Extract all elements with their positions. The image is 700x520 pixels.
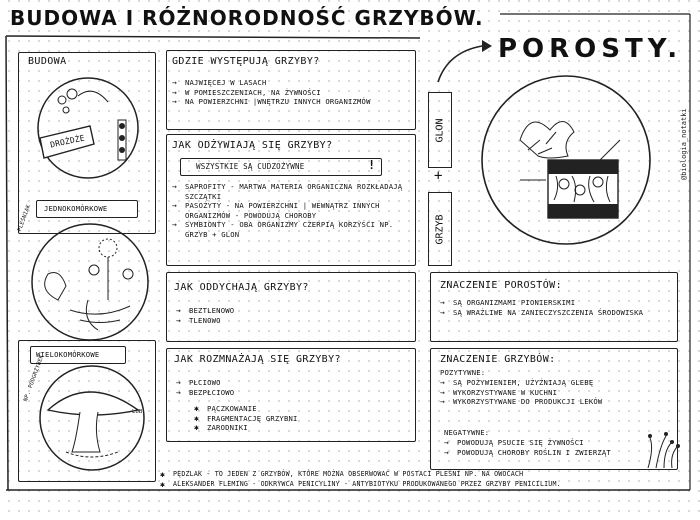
- list-item: →POWODUJĄ PSUCIE SIĘ ŻYWNOŚCI: [444, 438, 584, 447]
- arrow-right-icon: →: [444, 438, 450, 447]
- list-item: →POWODUJĄ CHOROBY ROŚLIN I ZWIERZĄT: [444, 447, 611, 457]
- arrow-right-icon: →: [176, 387, 182, 397]
- list-item: →W POMIESZCZENIACH, NA ŻYWNOŚCI: [172, 87, 321, 97]
- budowa-panel: [18, 52, 156, 234]
- list-item: ✱PĄCZKOWANIE: [194, 404, 257, 413]
- list-item: →BEZPŁCIOWO: [176, 387, 235, 397]
- footnotes: ✱PĘDZLAK - TO JEDEN Z GRZYBÓW, KTÓRE MOŻ…: [160, 470, 680, 489]
- rozmnazaja-sub-list: ✱PĄCZKOWANIE ✱FRAGMENTACJĘ GRZYBNI ✱ZARO…: [194, 404, 394, 433]
- list-item: →NA POWIERZCHNI |WNĘTRZU INNYCH ORGANIZM…: [172, 97, 371, 107]
- arrow-right-icon: →: [172, 87, 178, 97]
- negatywne-label: NEGATYWNE:: [444, 428, 490, 437]
- arrow-right-icon: →: [172, 201, 178, 211]
- list-item: →WYKORZYSTYWANE W KUCHNI: [440, 387, 558, 397]
- list-item: →NAJWIĘCEJ W LASACH: [172, 78, 267, 87]
- wystepuja-heading: GDZIE WYSTĘPUJĄ GRZYBY?: [172, 56, 320, 67]
- rozmnazaja-heading: JAK ROZMNAŻAJĄ SIĘ GRZYBY?: [174, 354, 341, 365]
- jednokomorkowe-tag: [36, 200, 138, 218]
- grzyb-tag: GRZYB: [428, 192, 452, 266]
- list-item: →PASOŻYTY - NA POWIERZCHNI | WEWNĄTRZ IN…: [172, 201, 380, 220]
- page-title: BUDOWA I RÓŻNORODNOŚĆ GRZYBÓW.: [10, 6, 484, 30]
- znaczenie-grzybow-panel: [430, 348, 678, 470]
- cudzozywne-note-box: [180, 158, 382, 176]
- odzywiaja-list: →SAPROFITY - MARTWA MATERIA ORGANICZNA R…: [172, 182, 410, 240]
- footnote: ✱ALEKSANDER FLEMING - ODKRYWCA PENICYLIN…: [160, 479, 561, 489]
- budowa-label: BUDOWA: [28, 56, 67, 67]
- list-item: →SĄ WRAŻLIWE NA ZANIECZYSZCZENIA ŚRODOWI…: [440, 307, 644, 317]
- pozytywne-list: →SĄ POŻYWIENIEM, UŻYŹNIAJĄ GLEBĘ →WYKORZ…: [440, 378, 672, 407]
- znaczenie-porostow-heading: ZNACZENIE POROSTÓW:: [440, 280, 562, 291]
- arrow-right-icon: →: [440, 397, 446, 407]
- oddychaja-panel: [166, 272, 416, 342]
- rozmnazaja-panel: [166, 348, 416, 442]
- znaczenie-porostow-list: →SĄ ORGANIZMAMI PIONIERSKIMI →SĄ WRAŻLIW…: [440, 298, 672, 317]
- arrow-right-icon: →: [440, 307, 446, 317]
- list-item: →BEZTLENOWO: [176, 306, 235, 315]
- rozmnazaja-list: →PŁCIOWO →BEZPŁCIOWO: [176, 378, 376, 397]
- wielokomorkowe-tag: [30, 346, 126, 364]
- oddychaja-heading: JAK ODDYCHAJĄ GRZYBY?: [174, 282, 309, 293]
- star-icon: ✱: [160, 470, 166, 479]
- arrow-right-icon: →: [440, 298, 446, 307]
- plus-sign: +: [434, 168, 443, 184]
- znaczenie-grzybow-heading: ZNACZENIE GRZYBÓW:: [440, 354, 556, 365]
- star-icon: ✱: [194, 423, 200, 433]
- arrow-right-icon: →: [176, 315, 182, 325]
- arrow-right-icon: →: [444, 447, 450, 457]
- jednokomorkowe-label: JEDNOKOMÓRKOWE: [44, 204, 108, 213]
- exclamation-icon: !: [368, 158, 376, 172]
- arrow-right-icon: →: [172, 78, 178, 87]
- list-item: →SĄ POŻYWIENIEM, UŻYŹNIAJĄ GLEBĘ: [440, 378, 594, 387]
- znaczenie-porostow-panel: [430, 272, 678, 342]
- list-item: →SAPROFITY - MARTWA MATERIA ORGANICZNA R…: [172, 182, 403, 201]
- odzywiaja-heading: JAK ODŻYWIAJĄ SIĘ GRZYBY?: [172, 140, 333, 151]
- oddychaja-list: →BEZTLENOWO →TLENOWO: [176, 306, 376, 325]
- arrow-right-icon: →: [172, 220, 178, 230]
- star-icon: ✱: [194, 404, 200, 413]
- negatywne-list: →POWODUJĄ PSUCIE SIĘ ŻYWNOŚCI →POWODUJĄ …: [444, 438, 644, 457]
- wystepuja-panel: [166, 50, 416, 130]
- arrow-right-icon: →: [172, 182, 178, 191]
- wystepuja-list: →NAJWIĘCEJ W LASACH →W POMIESZCZENIACH, …: [172, 78, 408, 107]
- wielokomorkowe-label: WIELOKOMÓRKOWE: [36, 350, 100, 359]
- star-icon: ✱: [194, 413, 200, 423]
- pozytywne-label: POZYTYWNE:: [440, 368, 486, 377]
- porosty-title: POROSTY.: [498, 34, 683, 64]
- glon-tag: GLON: [428, 92, 452, 168]
- arrow-right-icon: →: [176, 378, 182, 387]
- cudzozywne-note: WSZYSTKIE SĄ CUDZOŻYWNE: [196, 162, 305, 171]
- list-item: ✱FRAGMENTACJĘ GRZYBNI: [194, 413, 298, 423]
- lub-label: LUB: [132, 409, 143, 415]
- list-item: →SYMBIONTY - OBA ORGANIZMY CZERPIĄ KORZY…: [172, 220, 394, 239]
- list-item: →SĄ ORGANIZMAMI PIONIERSKIMI: [440, 298, 576, 307]
- wielokomorkowe-panel: [18, 340, 156, 482]
- arrow-right-icon: →: [176, 306, 182, 315]
- list-item: ✱ZARODNIKI: [194, 423, 248, 433]
- arrow-right-icon: →: [440, 378, 446, 387]
- list-item: →TLENOWO: [176, 315, 221, 325]
- arrow-right-icon: →: [172, 97, 178, 107]
- arrow-right-icon: →: [440, 387, 446, 397]
- star-icon: ✱: [160, 479, 166, 489]
- list-item: →PŁCIOWO: [176, 378, 221, 387]
- footnote: ✱PĘDZLAK - TO JEDEN Z GRZYBÓW, KTÓRE MOŻ…: [160, 470, 524, 479]
- list-item: →WYKORZYSTYWANE DO PRODUKCJI LEKÓW: [440, 397, 603, 407]
- odzywiaja-panel: [166, 134, 416, 266]
